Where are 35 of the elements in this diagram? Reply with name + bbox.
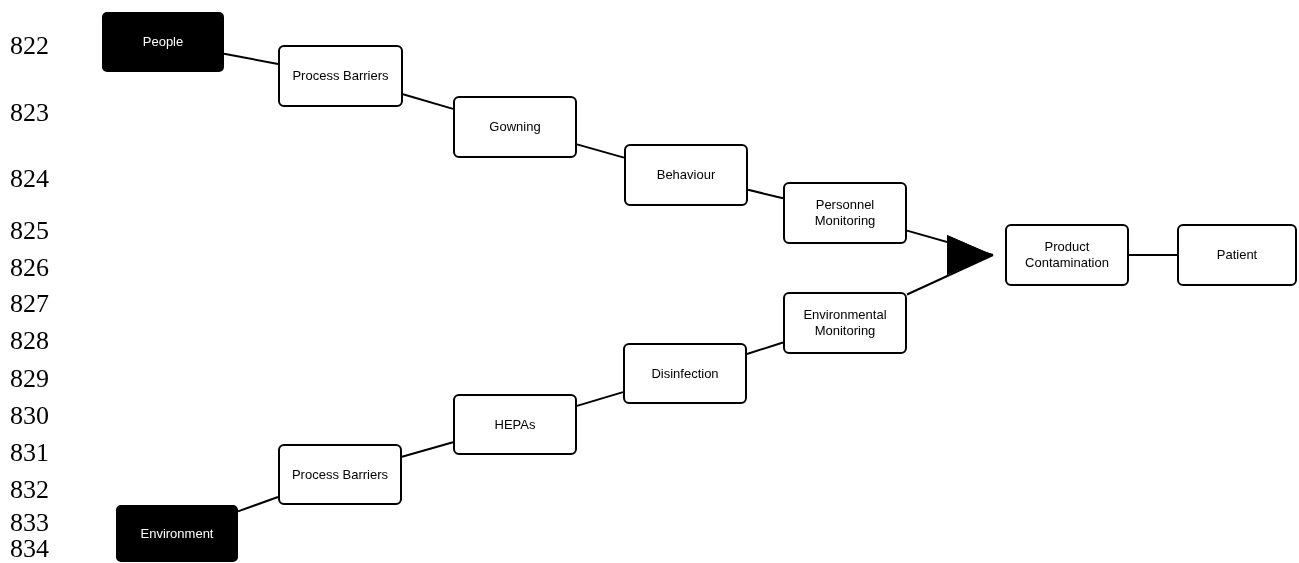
connector-line: [576, 391, 624, 407]
line-number: 833: [10, 510, 49, 536]
connector-line: [401, 441, 454, 458]
process-box: Process Barriers: [278, 45, 403, 107]
connector-line: [223, 52, 279, 66]
process-box: Product Contamination: [1005, 224, 1129, 286]
process-box: Process Barriers: [278, 444, 402, 505]
process-box: Personnel Monitoring: [783, 182, 907, 244]
connector-line: [237, 495, 279, 513]
line-number: 827: [10, 291, 49, 317]
process-box: Environmental Monitoring: [783, 292, 907, 354]
line-number: 829: [10, 366, 49, 392]
line-number: 823: [10, 100, 49, 126]
process-box: Gowning: [453, 96, 577, 158]
process-box: Patient: [1177, 224, 1297, 286]
line-number: 824: [10, 166, 49, 192]
line-number: 826: [10, 255, 49, 281]
connector-line: [747, 188, 784, 200]
source-box: Environment: [116, 505, 238, 562]
line-number: 828: [10, 328, 49, 354]
arrow: [906, 235, 994, 296]
line-number: 834: [10, 536, 49, 562]
connector-line: [402, 93, 454, 110]
line-number: 832: [10, 477, 49, 503]
line-number: 830: [10, 403, 49, 429]
process-box: HEPAs: [453, 394, 577, 455]
process-box: Disinfection: [623, 343, 747, 404]
connector-line: [746, 341, 784, 355]
line-number: 825: [10, 218, 49, 244]
connector-line: [1128, 254, 1178, 256]
source-box: People: [102, 12, 224, 72]
line-number: 822: [10, 33, 49, 59]
process-box: Behaviour: [624, 144, 748, 206]
connector-line: [576, 143, 625, 159]
line-number: 831: [10, 440, 49, 466]
